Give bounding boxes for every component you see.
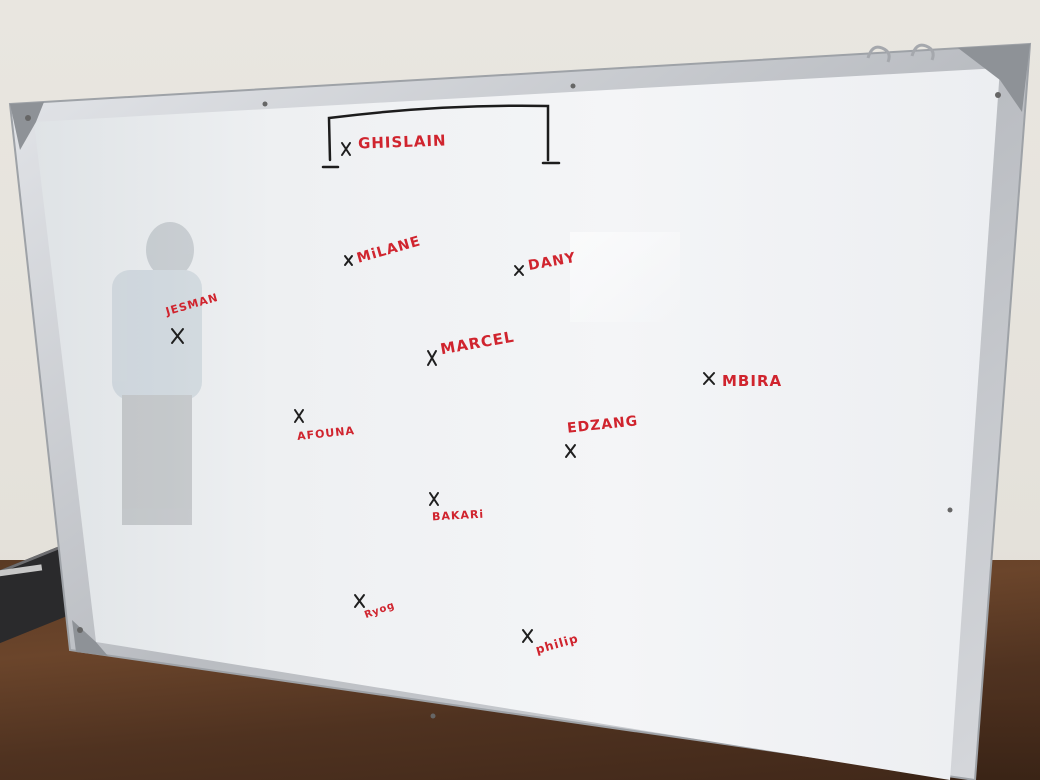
frame-screw: [262, 101, 268, 107]
marker-afouna: [294, 409, 304, 423]
frame-screw: [947, 507, 953, 513]
board-surface: [34, 68, 1000, 780]
frame-screw: [25, 115, 31, 121]
marker-mbira: [703, 372, 715, 385]
marker-milane: [344, 255, 353, 266]
corner-bracket-top-right: [958, 44, 1030, 112]
marker-ryog: [354, 594, 365, 608]
label-mbira: MBIRA: [722, 372, 783, 390]
marker-jesman: [171, 328, 184, 344]
frame-screw: [430, 713, 436, 719]
goal-drawing: [321, 104, 561, 169]
frame-screw: [570, 83, 576, 89]
marker-ghislain: [341, 142, 351, 156]
hanging-clip-1: [866, 45, 891, 63]
marker-dany: [514, 265, 524, 276]
marker-marcel: [427, 350, 437, 366]
corner-bracket-top-left: [10, 102, 44, 150]
label-bakari: BAKARi: [431, 507, 485, 524]
frame-screw: [77, 627, 83, 633]
player-markers: [171, 142, 715, 643]
label-ghislain: GHISLAIN: [357, 131, 447, 153]
frame-screw: [995, 92, 1001, 98]
marker-edzang: [565, 444, 576, 458]
hanging-clip-2: [910, 43, 935, 61]
marker-philip: [522, 629, 533, 643]
marker-bakari: [429, 492, 439, 506]
reflection-figure: [112, 222, 202, 525]
window-reflection: [570, 232, 680, 322]
